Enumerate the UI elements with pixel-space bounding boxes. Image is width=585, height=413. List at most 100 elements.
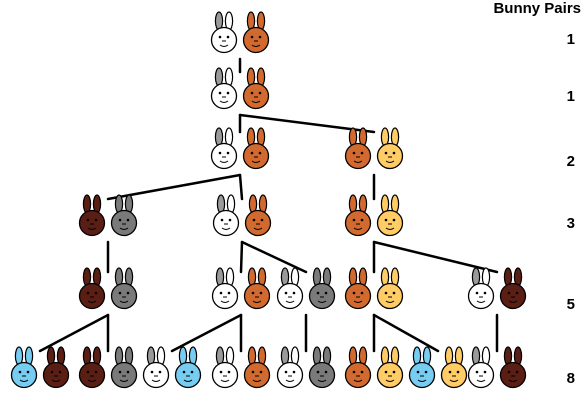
bunny-eye: [448, 370, 452, 374]
bunny-mouth: [385, 227, 395, 230]
bunny-head: [376, 209, 404, 237]
bunny-eye: [219, 370, 223, 374]
pair-count-gen-2: 1: [566, 88, 575, 105]
bunny-mouth: [353, 160, 363, 163]
bunny-eye: [392, 291, 396, 295]
bunny-head: [211, 361, 239, 389]
bunny-white: [467, 267, 495, 310]
bunny-mouth: [51, 379, 61, 382]
bunny-head: [499, 361, 527, 389]
bunny-pair: [467, 346, 527, 389]
bunny-eye: [258, 151, 262, 155]
lineage-link: [372, 240, 499, 274]
generation-1: [210, 11, 270, 54]
bunny-head: [10, 361, 38, 389]
bunny-mouth: [251, 44, 261, 47]
bunny-head: [210, 26, 238, 54]
bunny-eye: [324, 370, 328, 374]
bunny-eye: [218, 91, 222, 95]
bunny-eye: [219, 291, 223, 295]
bunny-eye: [360, 151, 364, 155]
bunny-darkbrown: [78, 194, 106, 237]
bunny-mouth: [285, 300, 295, 303]
bunny-head: [467, 282, 495, 310]
bunny-mouth: [417, 379, 427, 382]
bunny-mouth: [317, 379, 327, 382]
bunny-pair: [344, 127, 404, 170]
bunny-head: [78, 282, 106, 310]
bunny-white: [276, 346, 304, 389]
bunny-pair: [78, 346, 138, 389]
pair-count-gen-5: 5: [566, 296, 575, 313]
bunny-eye: [226, 91, 230, 95]
bunny-head: [308, 361, 336, 389]
bunny-brown: [243, 346, 271, 389]
bunny-eye: [250, 91, 254, 95]
bunny-eye: [324, 291, 328, 295]
bunny-eye: [228, 218, 232, 222]
bunny-mouth: [87, 300, 97, 303]
bunny-mouth: [476, 300, 486, 303]
bunny-head: [210, 82, 238, 110]
bunny-eye: [251, 291, 255, 295]
bunny-mouth: [219, 160, 229, 163]
bunny-eye: [58, 370, 62, 374]
bunny-head: [78, 361, 106, 389]
bunny-eye: [94, 291, 98, 295]
generation-3: [210, 127, 404, 170]
bunny-pair: [276, 346, 336, 389]
bunny-eye: [360, 218, 364, 222]
bunny-eye: [352, 151, 356, 155]
bunny-eye: [475, 291, 479, 295]
bunny-eye: [118, 218, 122, 222]
bunny-head: [243, 361, 271, 389]
bunny-eye: [182, 370, 186, 374]
bunny-white: [210, 67, 238, 110]
bunny-head: [210, 142, 238, 170]
bunny-head: [276, 282, 304, 310]
bunny-eye: [118, 291, 122, 295]
bunny-eye: [258, 35, 262, 39]
bunny-eye: [218, 35, 222, 39]
bunny-mouth: [251, 100, 261, 103]
generation-2: [210, 67, 270, 110]
bunny-eye: [218, 151, 222, 155]
bunny-blue: [174, 346, 202, 389]
bunny-mouth: [119, 227, 129, 230]
bunny-eye: [26, 370, 30, 374]
bunny-mouth: [119, 300, 129, 303]
bunny-eye: [190, 370, 194, 374]
bunny-brown: [344, 346, 372, 389]
bunny-head: [440, 361, 468, 389]
bunny-head: [244, 209, 272, 237]
bunny-yellow: [376, 194, 404, 237]
bunny-head: [242, 26, 270, 54]
bunny-head: [344, 361, 372, 389]
bunny-white: [211, 346, 239, 389]
bunny-eye: [384, 218, 388, 222]
bunny-blue: [408, 346, 436, 389]
bunny-eye: [424, 370, 428, 374]
bunny-eye: [515, 291, 519, 295]
bunny-mouth: [317, 300, 327, 303]
bunny-eye: [259, 370, 263, 374]
bunny-head: [110, 282, 138, 310]
bunny-yellow: [440, 346, 468, 389]
bunny-blue: [10, 346, 38, 389]
bunny-darkbrown: [499, 346, 527, 389]
bunny-darkbrown: [42, 346, 70, 389]
bunny-white: [211, 267, 239, 310]
bunny-eye: [284, 370, 288, 374]
bunny-gray: [110, 194, 138, 237]
bunny-mouth: [508, 379, 518, 382]
bunny-head: [376, 282, 404, 310]
bunny-mouth: [285, 379, 295, 382]
bunny-gray: [308, 267, 336, 310]
bunny-mouth: [449, 379, 459, 382]
bunny-eye: [316, 370, 320, 374]
bunny-eye: [227, 291, 231, 295]
bunny-white: [142, 346, 170, 389]
bunny-eye: [360, 291, 364, 295]
bunny-mouth: [87, 227, 97, 230]
bunny-mouth: [508, 300, 518, 303]
